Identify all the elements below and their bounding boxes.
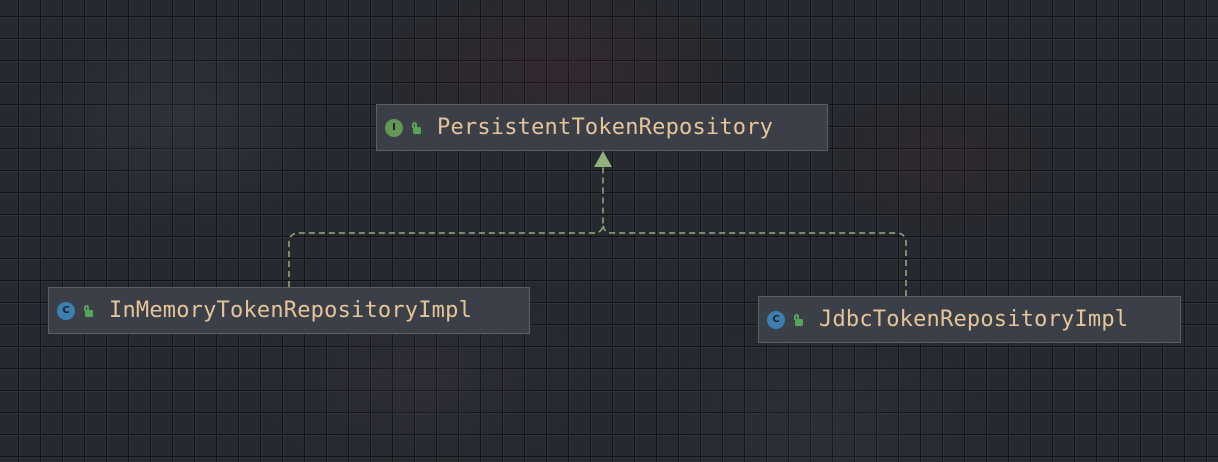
class-icon: C xyxy=(767,310,785,329)
edge-inmemory-to-persistent[interactable] xyxy=(288,166,604,287)
edge-jdbc-to-persistent[interactable] xyxy=(602,222,907,296)
node-label: InMemoryTokenRepositoryImpl xyxy=(109,298,473,323)
interface-icon: I xyxy=(385,118,403,137)
class-node-jdbc-token-repository-impl[interactable]: C JdbcTokenRepositoryImpl xyxy=(758,296,1181,343)
public-lock-icon xyxy=(793,313,803,326)
public-lock-icon xyxy=(83,304,93,317)
class-icon: C xyxy=(57,301,75,320)
interface-node-persistent-token-repository[interactable]: I PersistentTokenRepository xyxy=(376,104,828,151)
node-label: PersistentTokenRepository xyxy=(437,115,774,140)
node-label: JdbcTokenRepositoryImpl xyxy=(819,307,1129,332)
class-node-in-memory-token-repository-impl[interactable]: C InMemoryTokenRepositoryImpl xyxy=(48,287,530,334)
implements-arrowhead xyxy=(594,151,612,167)
public-lock-icon xyxy=(411,121,421,134)
